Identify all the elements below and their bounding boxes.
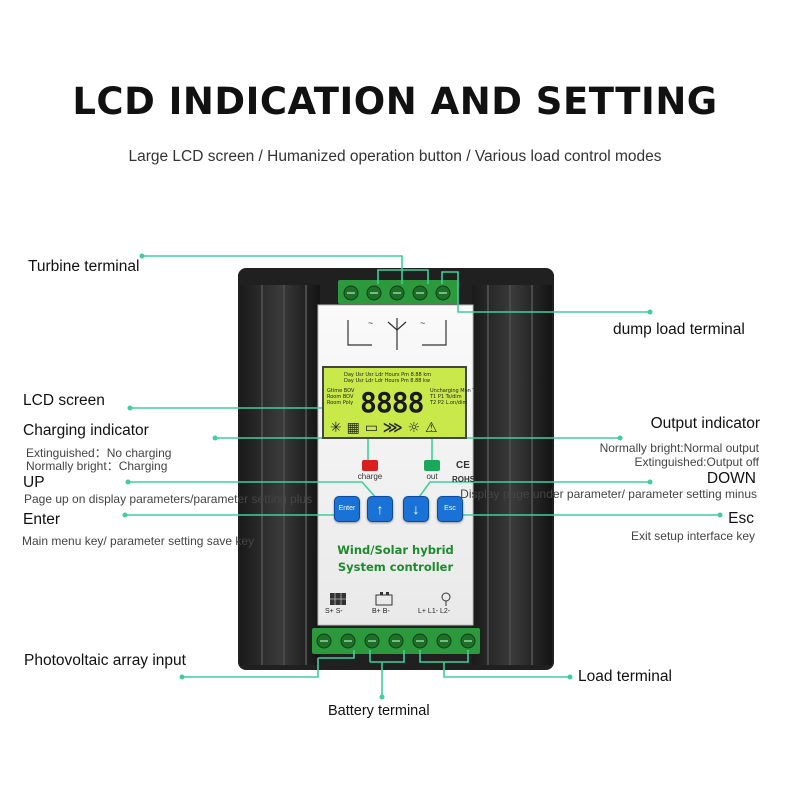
brand-line-1: Wind/Solar hybrid — [337, 543, 454, 557]
output-extinguished-text: Extinguished:Output off — [634, 455, 759, 469]
brand-line-2: System controller — [337, 560, 454, 574]
charging-extinguished-text: Extinguished：No charging — [26, 446, 172, 460]
up-callout-line — [128, 481, 379, 501]
charging-bright-text: Normally bright：Charging — [26, 459, 168, 473]
lcd-screen-label: LCD screen — [23, 392, 105, 409]
pv-callout-line — [182, 650, 355, 678]
down-label: DOWN — [706, 470, 756, 487]
up-description: Page up on display parameters/parameter … — [24, 492, 313, 506]
enter-button[interactable]: Enter — [334, 496, 360, 522]
output-led-label: out — [426, 472, 438, 481]
load-terminal-text: Load terminal — [578, 668, 672, 685]
turbine-terminal-label: Turbine terminal — [28, 258, 140, 275]
front-panel — [317, 304, 474, 626]
rohs-mark: ROHS — [452, 475, 476, 484]
charging-indicator-label: Charging indicator — [23, 422, 149, 439]
load-callout-line — [419, 650, 570, 678]
lcd-header-row: Day Usr Usr Ldr Hours Pm 8.88 km — [344, 372, 432, 378]
lcd-icon-row: ✳ ▦ ▭ ⋙ ☼ ⚠ — [330, 420, 438, 436]
charge-led-label: charge — [357, 472, 383, 481]
pv-input-label: Photovoltaic array input — [24, 652, 186, 669]
down-button[interactable]: ↓ — [403, 496, 429, 522]
ce-mark: CE — [456, 460, 470, 471]
enter-description: Main menu key/ parameter setting save ke… — [22, 534, 255, 548]
enter-label: Enter — [23, 511, 61, 528]
output-indicator-label: Output indicator — [650, 415, 760, 432]
dump-load-terminal-label: dump load terminal — [613, 321, 745, 338]
dump-load-callout-line — [441, 271, 650, 313]
charge-led — [362, 460, 378, 471]
svg-text:~: ~ — [368, 318, 373, 328]
svg-text:~: ~ — [420, 318, 425, 328]
up-button[interactable]: ↑ — [367, 496, 393, 522]
left-heatsink — [240, 285, 320, 665]
lcd-screen: Day Usr Usr Ldr Hours Pm 8.88 km Day Usr… — [322, 366, 481, 439]
page-title: LCD INDICATION AND SETTING — [72, 80, 718, 123]
load-terminal-label: L+ L1- L2- — [418, 608, 451, 615]
lcd-digits: 8888 — [360, 386, 424, 419]
output-bright-text: Normally bright:Normal output — [599, 441, 759, 455]
battery-callout-line — [369, 650, 405, 697]
battery-terminal-text: Battery terminal — [328, 703, 430, 719]
down-description: Display page under parameter/ parameter … — [460, 487, 757, 501]
page-subtitle: Large LCD screen / Humanized operation b… — [128, 148, 662, 165]
down-callout-line — [416, 481, 650, 501]
battery-icon — [375, 594, 393, 606]
esc-label: Esc — [728, 510, 754, 527]
lcd-header-row-2: Day Usr Ldr Ldr Hours Pm 8.88 kw — [344, 378, 431, 384]
turbine-symbol: ~ ~ — [347, 318, 447, 350]
output-led — [424, 460, 440, 471]
turbine-callout-line — [142, 255, 403, 284]
battery-terminal-label: B+ B- — [372, 608, 390, 615]
esc-description: Exit setup interface key — [630, 529, 755, 543]
up-label: UP — [23, 474, 45, 491]
right-heatsink — [472, 285, 552, 665]
solar-terminal-label: S+ S- — [325, 608, 343, 615]
esc-button[interactable]: Esc — [437, 496, 463, 522]
bulb-icon — [441, 592, 451, 606]
